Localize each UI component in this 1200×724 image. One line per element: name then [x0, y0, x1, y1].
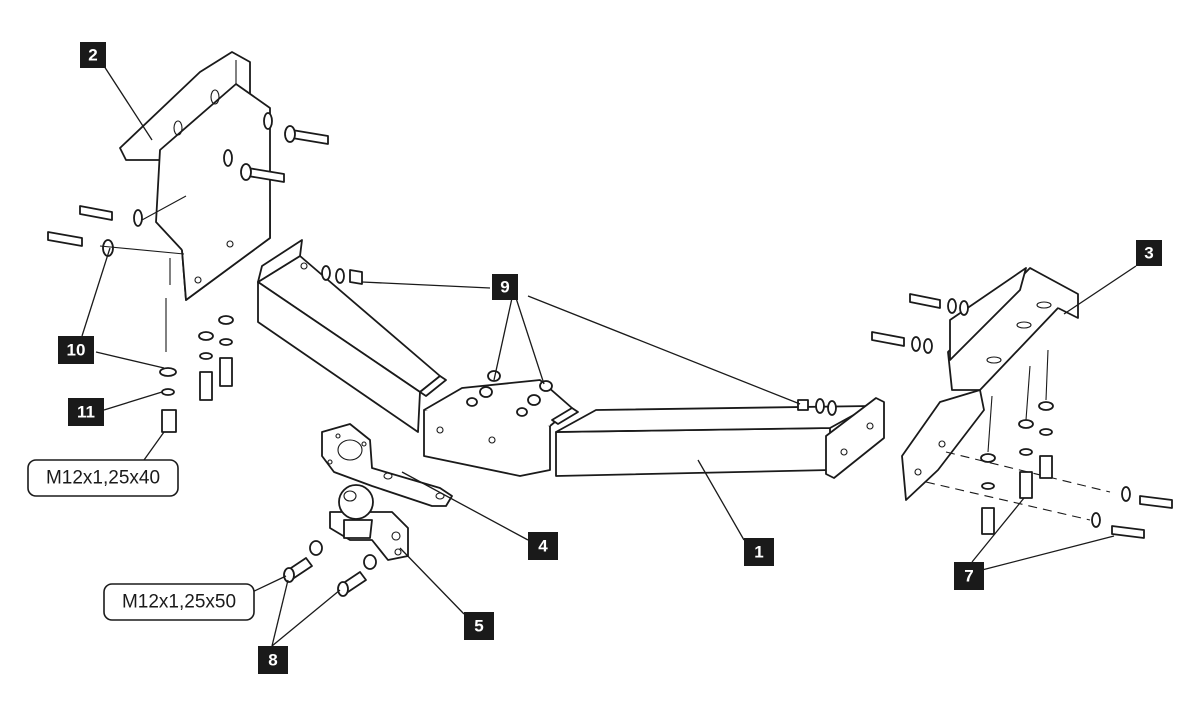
callout-11-label: 11 — [77, 403, 95, 422]
right-mounting-bracket — [901, 267, 1079, 501]
main-crossbar — [257, 239, 885, 479]
callout-9-label: 9 — [500, 278, 509, 297]
callout-3: 3 — [1136, 240, 1162, 266]
callout-5: 5 — [464, 612, 494, 640]
left-mounting-bracket — [119, 51, 271, 301]
callout-5-label: 5 — [474, 617, 483, 636]
callout-1-label: 1 — [754, 543, 763, 562]
callout-11: 11 — [68, 398, 104, 426]
tow-ball — [329, 484, 409, 561]
bolt-spec-m12x40-text: M12x1,25x40 — [46, 468, 160, 489]
callout-4: 4 — [528, 532, 558, 560]
callout-7: 7 — [954, 562, 984, 590]
tow-ball-bolts — [283, 540, 377, 597]
callout-3-label: 3 — [1144, 244, 1153, 263]
callout-2: 2 — [80, 42, 106, 68]
bolt-spec-m12x50: M12x1,25x50 — [103, 583, 255, 621]
leader-lines — [81, 65, 1137, 647]
callout-4-label: 4 — [538, 537, 548, 556]
callout-10: 10 — [58, 336, 94, 364]
bolt-spec-m12x40: M12x1,25x40 — [27, 459, 179, 497]
callout-9: 9 — [492, 274, 518, 300]
crossbar-nuts — [321, 265, 837, 417]
callout-7-label: 7 — [964, 567, 973, 586]
bolt-spec-m12x50-text: M12x1,25x50 — [122, 592, 236, 613]
callout-2-label: 2 — [88, 46, 97, 65]
callout-10-label: 10 — [67, 341, 86, 360]
callout-8: 8 — [258, 646, 288, 674]
socket-plate — [321, 423, 453, 507]
callout-1: 1 — [744, 538, 774, 566]
right-bracket-bolts — [871, 293, 1173, 539]
callout-8-label: 8 — [268, 651, 277, 670]
